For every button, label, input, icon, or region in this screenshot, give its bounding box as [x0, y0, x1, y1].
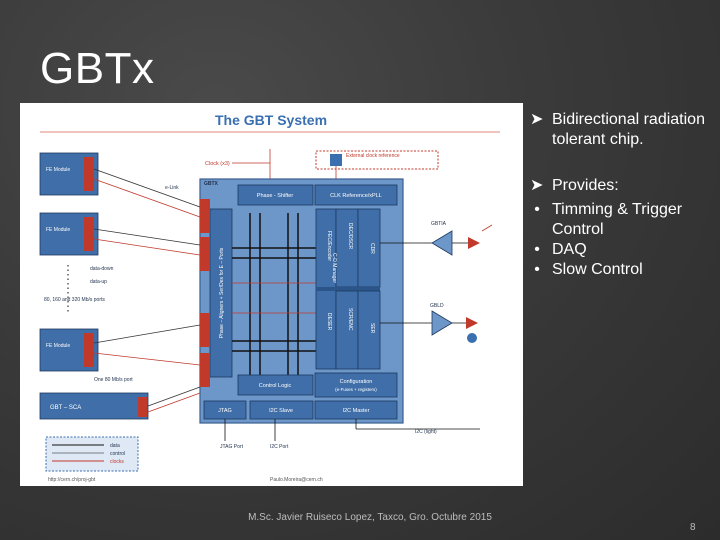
one-port-label: One 80 Mb/s port	[94, 377, 133, 383]
eport-box	[200, 353, 210, 387]
sub-bullet-item: • DAQ	[530, 240, 715, 260]
dot-bullet-icon: •	[534, 261, 540, 278]
diagram-email: Paulo.Moreira@cern.ch	[270, 477, 323, 483]
eport-box	[200, 237, 210, 271]
ext-clock-box	[315, 150, 439, 170]
dec-descr-box	[335, 208, 359, 288]
cd-manager-label: C-D Manager	[331, 253, 337, 283]
legend-data: data	[110, 443, 120, 449]
elink-line	[93, 178, 201, 218]
eport-column-label: Phase – Aligners + Ser/Des for E – Ports	[219, 247, 225, 338]
gbld-label: GBLD	[430, 303, 444, 309]
bullet-item: ➤ Provides:	[530, 176, 715, 196]
scr-enc-label: SCR/ENC	[347, 308, 353, 331]
control-logic-box	[237, 374, 314, 396]
i2c-slave-label: I2C Slave	[269, 408, 293, 414]
slide-title: GBTx	[40, 44, 155, 93]
sca-link	[147, 386, 201, 407]
phase-shifter-box	[237, 184, 314, 206]
elink-label: e-Link	[165, 185, 179, 191]
legend-box	[45, 436, 139, 472]
legend-clocks: clocks	[110, 459, 124, 465]
i2c-port-label: I2C Port	[270, 444, 289, 450]
elink-line	[93, 352, 201, 366]
gbtx-label: GBTX	[204, 181, 219, 187]
elink-line	[93, 168, 201, 208]
fec-encoder-label: FEC/Encoder	[326, 231, 332, 261]
configuration-label: Configuration	[340, 379, 373, 385]
sca-link	[147, 392, 201, 413]
gbt-sca-eport	[138, 397, 147, 417]
clk-ref-box	[314, 184, 398, 206]
gbtia-label: GBTIA	[431, 221, 447, 227]
elink-line	[93, 228, 201, 246]
cd-manager-box	[316, 287, 380, 291]
fe-module-2-label: FE Module	[46, 227, 70, 233]
gbt-system-diagram: The GBT System Clock (x3) External clock…	[20, 103, 523, 486]
eport-column-box	[209, 208, 233, 378]
ext-clock-icon	[330, 154, 342, 166]
configuration-box	[314, 372, 398, 398]
gbt-sca-box	[39, 392, 149, 420]
ser-label: SER	[369, 323, 375, 334]
elink-line	[93, 324, 201, 344]
fe-module-3-eport	[84, 333, 94, 367]
fe-module-2-eport	[84, 217, 94, 251]
fe-module-3-label: FE Module	[46, 343, 70, 349]
bullet-list: ➤ Bidirectional radiation tolerant chip.…	[530, 110, 715, 280]
clk-ref-label: CLK Reference/xPLL	[330, 193, 382, 199]
fe-module-1-label: FE Module	[46, 167, 70, 173]
sub-bullet-text: Timming & Trigger Control	[552, 201, 683, 238]
jtag-port-label: JTAG Port	[220, 444, 244, 450]
eport-box	[200, 199, 210, 233]
sub-bullet-text: DAQ	[552, 241, 587, 258]
data-up-label: data-up	[90, 279, 107, 285]
sub-bullet-text: Slow Control	[552, 261, 643, 278]
gbtia-triangle	[431, 230, 453, 256]
control-logic-label: Control Logic	[259, 383, 292, 389]
ser-box	[357, 290, 381, 370]
cdr-box	[357, 208, 381, 288]
cdr-label: CDR	[369, 243, 375, 254]
laser-diode-icon	[466, 317, 478, 329]
laser-lens-icon	[467, 333, 477, 343]
configuration-sub: (e-Fuses + registers)	[335, 387, 377, 392]
page-number: 8	[690, 522, 696, 533]
phase-shifter-label: Phase - Shifter	[257, 193, 294, 199]
legend-control: control	[110, 451, 125, 457]
bullet-text: Provides:	[552, 177, 619, 194]
deser-label: DESER	[326, 313, 332, 331]
bullet-text: Bidirectional radiation tolerant chip.	[552, 111, 705, 148]
dec-descr-label: DEC/DSCR	[347, 223, 353, 250]
slide-footer: M.Sc. Javier Ruiseco Lopez, Taxco, Gro. …	[248, 512, 492, 523]
clock-label: Clock (x3)	[205, 161, 230, 167]
dot-bullet-icon: •	[534, 201, 540, 218]
photodiode-rays	[481, 224, 493, 232]
sub-bullet-item: • Timming & Trigger Control	[530, 200, 715, 240]
i2c-master-label: I2C Master	[343, 408, 370, 414]
sub-bullet-item: • Slow Control	[530, 260, 715, 280]
diagram-url: http://cern.ch/proj-gbt	[48, 477, 96, 483]
arrow-bullet-icon: ➤	[530, 177, 544, 194]
rate-range-label: 80, 160 and 320 Mb/s ports	[44, 297, 105, 303]
bullet-item: ➤ Bidirectional radiation tolerant chip.	[530, 110, 715, 150]
dot-bullet-icon: •	[534, 241, 540, 258]
arrow-bullet-icon: ➤	[530, 111, 544, 128]
ext-clock-label: External clock reference	[346, 153, 400, 159]
eport-box	[200, 313, 210, 347]
gbt-sca-label: GBT – SCA	[50, 405, 81, 411]
scr-enc-box	[335, 290, 359, 370]
photodiode-icon	[468, 237, 480, 249]
data-down-label: data-down	[90, 266, 114, 272]
elink-line	[93, 238, 201, 256]
fe-module-1-eport	[84, 157, 94, 191]
i2c-light-label: I2C (light)	[415, 429, 437, 435]
i2c-slave-box	[249, 400, 314, 420]
gbld-triangle	[431, 310, 453, 336]
jtag-label: JTAG	[218, 408, 232, 414]
diagram-title: The GBT System	[215, 112, 327, 128]
